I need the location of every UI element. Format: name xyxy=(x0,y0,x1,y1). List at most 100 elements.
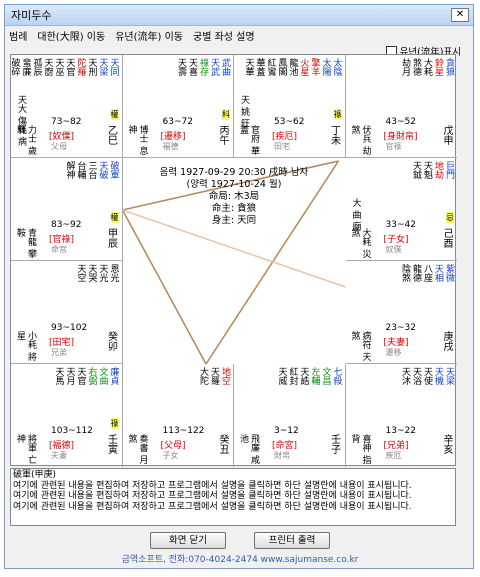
star-name[interactable]: 孤辰 xyxy=(31,58,42,76)
star-name[interactable]: 天壽 xyxy=(176,58,186,76)
star-name[interactable]: 華蓋 xyxy=(254,58,265,76)
stem-branch: 癸丑 xyxy=(217,434,228,454)
star-name[interactable]: 天武 xyxy=(209,58,219,76)
star-list: 天馬天月天官右弼文曲廉貞 xyxy=(54,367,119,385)
star-name[interactable]: 天廚 xyxy=(42,58,53,76)
description-line: 여기에 관련된 내용을 편집하여 저장하고 프로그램에서 설명을 클릭하면 하단… xyxy=(13,491,412,501)
age-range: 103~112 xyxy=(51,426,93,436)
star-name[interactable]: 大陀 xyxy=(198,367,208,385)
star-name[interactable]: 天魁 xyxy=(422,161,432,179)
star-name[interactable]: 天沐 xyxy=(400,367,410,385)
star-name[interactable]: 天光 xyxy=(97,264,108,282)
star-name[interactable]: 右弼 xyxy=(86,367,97,385)
star-name[interactable]: 破碎 xyxy=(9,58,20,76)
star-name[interactable]: 紫微 xyxy=(444,264,454,282)
print-button[interactable]: 프린터 출력 xyxy=(254,532,330,549)
star-name[interactable]: 天馬 xyxy=(53,367,64,385)
star-name[interactable]: 天梁 xyxy=(97,58,108,76)
star-name[interactable]: 太陰 xyxy=(331,58,342,76)
title-bar[interactable]: 자미두수 ✕ xyxy=(5,5,473,26)
stem-branch: 壬子 xyxy=(328,434,340,454)
star-name[interactable]: 解神 xyxy=(64,161,75,179)
star-name[interactable]: 火星 xyxy=(298,58,309,76)
star-name[interactable]: 八座 xyxy=(422,264,432,282)
star-name[interactable]: 貪狼 xyxy=(444,58,454,76)
star-name[interactable]: 天機 xyxy=(433,367,443,385)
star-name[interactable]: 天哭 xyxy=(86,264,97,282)
stem-branch: 丙午 xyxy=(217,125,228,145)
star-name[interactable]: 文昌 xyxy=(320,367,331,385)
star-name[interactable]: 文曲 xyxy=(97,367,108,385)
star-name[interactable]: 廉貞 xyxy=(108,367,119,385)
star-name[interactable]: 天喜 xyxy=(187,58,197,76)
star-name[interactable]: 大耗 xyxy=(422,58,432,76)
star-name[interactable]: 恩光 xyxy=(108,264,119,282)
star-name[interactable]: 天使 xyxy=(422,367,432,385)
star-name[interactable]: 天相 xyxy=(433,264,443,282)
star-list: 解神台輔三台天破破軍 xyxy=(65,161,119,179)
star-name[interactable]: 紅鸞 xyxy=(265,58,276,76)
star-name[interactable]: 天同 xyxy=(108,58,119,76)
footer-contact[interactable]: 금역소프트, 전화:070-4024-2474 www.sajumanse.co… xyxy=(121,555,359,565)
star-name[interactable]: 煞德 xyxy=(411,58,421,76)
star-name[interactable]: 蜚廉 xyxy=(20,58,31,76)
relation-palace: 財帛 xyxy=(274,451,290,460)
star-name[interactable]: 鈴星 xyxy=(433,58,443,76)
star-name[interactable]: 天破 xyxy=(97,161,108,179)
menu-annual-period[interactable]: 유년(流年) 이동 xyxy=(115,31,183,43)
star-name[interactable]: 左輔 xyxy=(309,367,320,385)
close-icon[interactable]: ✕ xyxy=(451,8,469,22)
star-name[interactable]: 地空 xyxy=(220,367,230,385)
relation-palace: 夫妻 xyxy=(51,451,67,460)
star-name[interactable]: 天巫 xyxy=(53,58,64,76)
star-name[interactable]: 祿存 xyxy=(198,58,208,76)
star-name[interactable]: 天月 xyxy=(64,367,75,385)
star-name[interactable]: 紅封 xyxy=(287,367,298,385)
star-name[interactable]: 巨門 xyxy=(444,161,454,179)
star-name[interactable]: 鳳閣 xyxy=(276,58,287,76)
close-screen-button[interactable]: 화면 닫기 xyxy=(150,532,226,549)
star-name[interactable]: 天羅 xyxy=(209,367,219,385)
star-name[interactable]: 陀羅 xyxy=(75,58,86,76)
star-name[interactable]: 天浴 xyxy=(411,367,421,385)
age-range: 83~92 xyxy=(51,220,82,230)
star-name[interactable]: 七殺 xyxy=(331,367,342,385)
star-name[interactable]: 劫月 xyxy=(400,58,410,76)
star-name[interactable]: 龍池 xyxy=(287,58,298,76)
star-name[interactable]: 台輔 xyxy=(75,161,86,179)
star-name[interactable]: 天威 xyxy=(276,367,287,385)
star-name[interactable]: 天梁 xyxy=(444,367,454,385)
star-name[interactable]: 龍德 xyxy=(411,264,421,282)
star-name[interactable]: 擎羊 xyxy=(309,58,320,76)
menu-bar: 범례 대한(大限) 이동 유년(流年) 이동 궁별 좌성 설명 xyxy=(5,26,473,44)
menu-palace-stars[interactable]: 궁별 좌성 설명 xyxy=(193,31,255,43)
star-name[interactable]: 天華 xyxy=(243,58,254,76)
star-name[interactable]: 武曲 xyxy=(220,58,230,76)
star-name[interactable]: 天鉞 xyxy=(411,161,421,179)
cycle-stars: 大耗 災煞 xyxy=(349,228,371,258)
star-name[interactable]: 天官 xyxy=(75,367,86,385)
star-name[interactable]: 陰煞 xyxy=(400,264,410,282)
star-name[interactable]: 天刑 xyxy=(86,58,97,76)
star-name[interactable]: 天空 xyxy=(75,264,86,282)
star-name[interactable]: 天官 xyxy=(64,58,75,76)
star-name[interactable]: 太陽 xyxy=(320,58,331,76)
star-name[interactable]: 三台 xyxy=(86,161,97,179)
menu-legend[interactable]: 범례 xyxy=(9,31,28,43)
star-name[interactable]: 破軍 xyxy=(108,161,119,179)
menu-major-period[interactable]: 대한(大限) 이동 xyxy=(37,31,106,43)
star-name[interactable]: 天誥 xyxy=(298,367,309,385)
star-name[interactable]: 地劫 xyxy=(433,161,443,179)
